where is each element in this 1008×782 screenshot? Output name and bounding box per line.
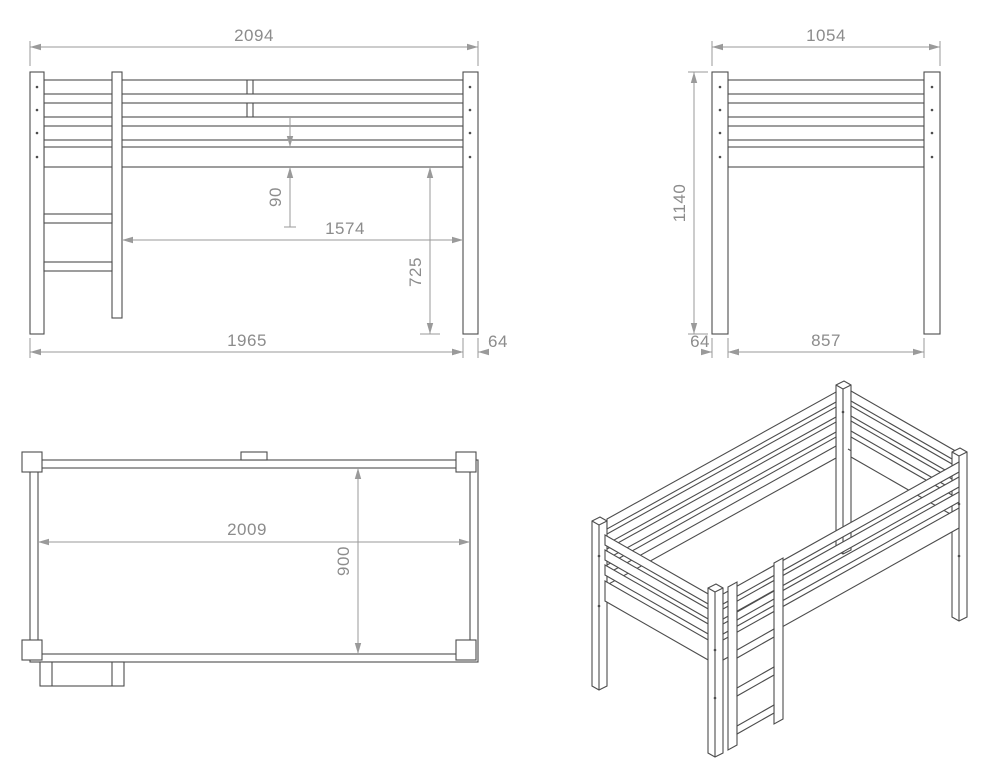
dim-plan-inner-width-label: 900 <box>334 546 353 576</box>
iso-head-rails <box>850 390 960 520</box>
dim-side-overall-depth-label: 1054 <box>806 26 846 45</box>
side-right-post <box>923 71 941 335</box>
side-screw-holes <box>718 85 934 159</box>
front-view: 2094 90 1574 725 1965 64 <box>29 26 508 358</box>
iso-ladder <box>727 557 784 751</box>
front-right-post <box>462 71 479 335</box>
dim-side-clear-depth-label: 857 <box>811 331 841 350</box>
dim-front-rail-gap: 90 <box>266 118 296 228</box>
dim-plan-inner-length-label: 2009 <box>227 520 267 539</box>
dim-front-clear-width-label: 1574 <box>325 219 365 238</box>
dim-side-clear-depth: 857 <box>728 331 925 358</box>
dim-front-clear-width: 1574 <box>122 219 463 244</box>
iso-view <box>591 380 968 758</box>
iso-back-left-post <box>591 516 608 691</box>
dim-plan-inner-length: 2009 <box>38 520 470 546</box>
iso-front-left-post <box>707 583 724 758</box>
plan-view: 2009 900 <box>21 451 479 687</box>
side-left-post <box>711 71 729 335</box>
dim-side-post-width-label: 64 <box>690 332 710 351</box>
side-view: 1054 1140 64 857 <box>670 26 941 358</box>
plan-ladder <box>39 661 125 687</box>
dim-front-inner-width: 1965 <box>29 331 479 358</box>
front-screw-holes <box>35 85 472 159</box>
dim-front-post-width-label: 64 <box>488 332 508 351</box>
front-ladder <box>43 71 123 319</box>
plan-corner-posts <box>21 451 477 661</box>
dim-front-inner-width-label: 1965 <box>227 331 267 350</box>
plan-frame <box>29 451 479 663</box>
dim-front-post-width: 64 <box>452 332 508 356</box>
dim-front-underbed-height-label: 725 <box>406 257 425 287</box>
front-left-post <box>29 71 45 335</box>
dim-front-overall-width: 2094 <box>29 26 479 66</box>
dim-side-post-width: 64 <box>690 332 739 358</box>
dim-plan-inner-width: 900 <box>334 468 362 654</box>
front-guard-rails <box>43 79 464 168</box>
dim-front-overall-width-label: 2094 <box>234 26 274 45</box>
iso-screw-holes <box>597 410 961 700</box>
dim-side-overall-height-label: 1140 <box>670 184 689 223</box>
iso-back-rails <box>606 391 837 586</box>
dim-front-underbed-height: 725 <box>406 167 440 335</box>
side-guard-rails <box>727 79 925 168</box>
dim-side-overall-depth: 1054 <box>711 26 941 66</box>
iso-foot-rails <box>604 534 711 662</box>
dim-side-overall-height: 1140 <box>670 71 708 335</box>
dim-front-rail-gap-label: 90 <box>266 187 285 207</box>
